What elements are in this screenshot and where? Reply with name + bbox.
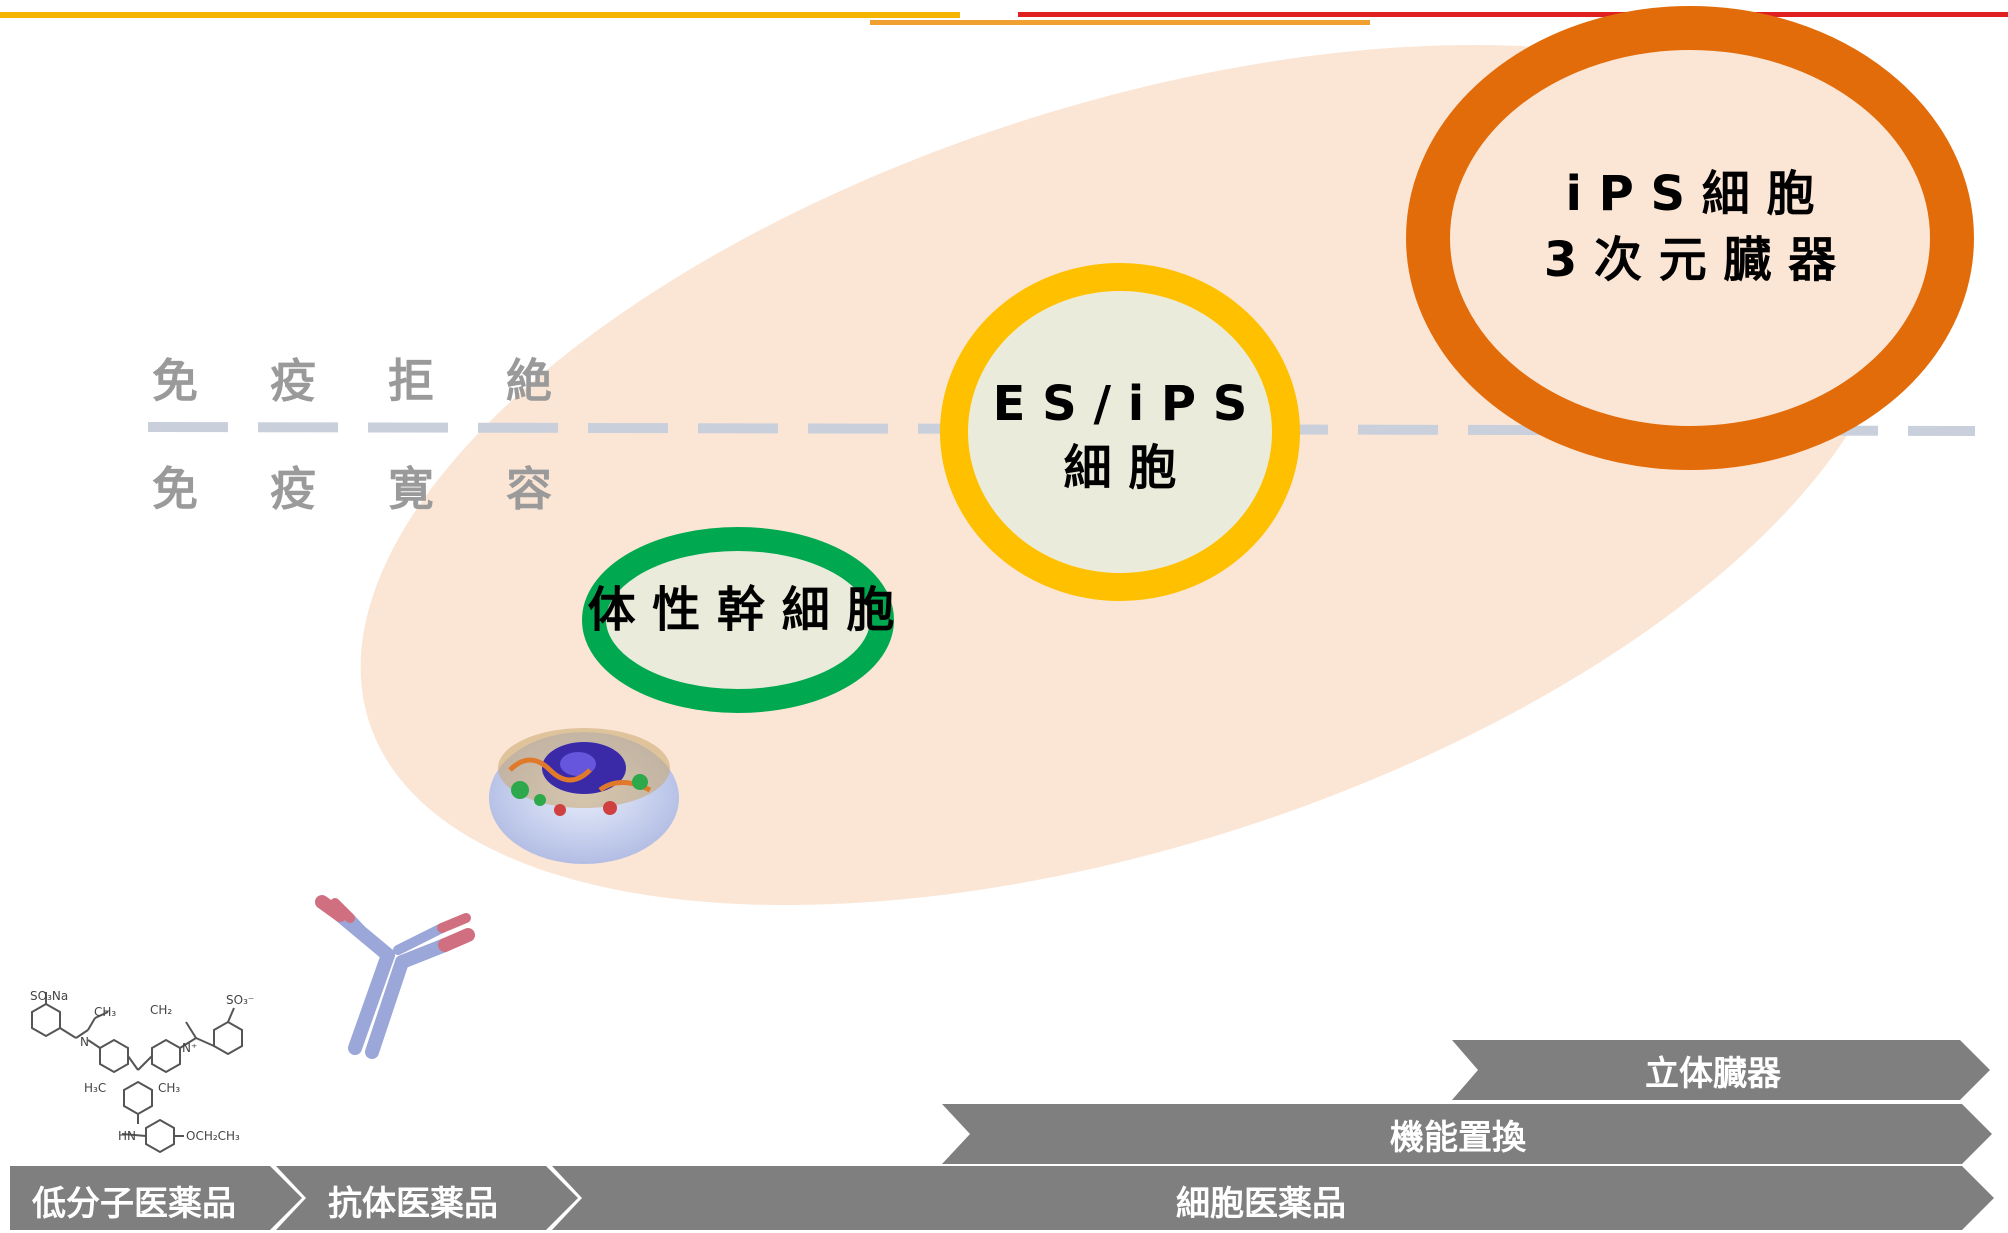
- bar-antibody: [276, 1166, 578, 1230]
- small-molecule-illustration: [31, 992, 243, 1154]
- ips-organ-label-line1: i P S 細 胞: [1565, 166, 1815, 222]
- mol-label-ch3: CH₃: [94, 1005, 116, 1019]
- somatic-stem-cell-ring: [582, 527, 894, 713]
- mol-label-so3na: SO₃Na: [30, 989, 68, 1003]
- ips-organ-label-line2: 3 次 元 臓 器: [1543, 232, 1837, 288]
- mol-label-ch2: CH₂: [150, 1003, 172, 1017]
- es-ips-label-line1: E S / i P S: [992, 376, 1248, 432]
- bar-cell-label: 細胞医薬品: [1176, 1184, 1346, 1224]
- bar-cell: [552, 1166, 1994, 1230]
- bar-small-molecule: [10, 1166, 302, 1230]
- bar-organ: [1452, 1040, 1990, 1100]
- mol-label-hn: HN: [118, 1129, 136, 1143]
- bar-function: [942, 1104, 1992, 1164]
- bar-antibody-label: 抗体医薬品: [328, 1184, 498, 1224]
- mol-label-ch3b: CH₃: [158, 1081, 180, 1095]
- mol-label-h3c: H₃C: [84, 1081, 106, 1095]
- es-ips-cell-ring: [940, 263, 1300, 601]
- arrow-bars: [10, 1040, 1994, 1230]
- somatic-stem-cell-label: 体 性 幹 細 胞: [587, 582, 895, 638]
- es-ips-label-line2: 細 胞: [1063, 440, 1177, 496]
- molecule-labels: SO₃Na CH₃ CH₂ SO₃⁻ N⁺ N H₃C CH₃ HN OCH₂C…: [30, 989, 254, 1143]
- bar-organ-label: 立体臓器: [1645, 1054, 1781, 1094]
- mol-label-n-plus: N⁺: [182, 1041, 197, 1055]
- mol-label-so3: SO₃⁻: [226, 993, 254, 1007]
- cell-illustration: [489, 728, 679, 864]
- immune-tolerance-label: 免 疫 寛 容: [152, 462, 581, 516]
- ips-organ-ring: [1406, 6, 1974, 470]
- header-lines: [0, 12, 2008, 25]
- mol-label-och2ch3: OCH₂CH₃: [186, 1129, 240, 1143]
- antibody-illustration: [315, 895, 475, 1059]
- bar-function-label: 機能置換: [1390, 1118, 1526, 1158]
- mol-label-n: N: [80, 1035, 89, 1049]
- immune-rejection-label: 免 疫 拒 絶: [152, 354, 581, 408]
- bar-small-molecule-label: 低分子医薬品: [32, 1184, 236, 1224]
